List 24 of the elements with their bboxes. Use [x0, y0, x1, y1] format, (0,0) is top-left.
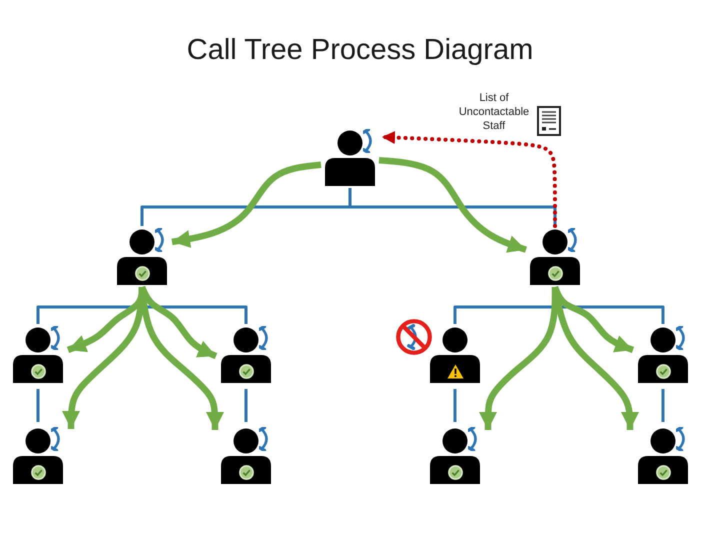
connector-line: [36, 389, 40, 422]
connector-line: [662, 389, 664, 422]
person-icon: [10, 327, 66, 383]
person-icon: [427, 327, 483, 383]
person-icon: [527, 229, 583, 285]
person-icon: [322, 130, 378, 186]
curved-arrow: [378, 157, 527, 253]
curved-arrow: [479, 287, 558, 430]
curved-arrow: [138, 286, 224, 430]
person-icon: [218, 327, 274, 383]
person-icon: [635, 428, 691, 484]
person-icon: [427, 428, 483, 484]
person-icon: [10, 428, 66, 484]
title: Call Tree Process Diagram: [186, 33, 534, 67]
dotted-arrow: [380, 131, 557, 228]
edge-label: List of Uncontactable Staff: [458, 91, 530, 133]
person-icon: [114, 229, 170, 285]
person-icon: [635, 327, 691, 383]
curved-arrow: [552, 286, 639, 430]
curved-arrow: [62, 286, 146, 430]
person-icon: [218, 428, 274, 484]
connector-line: [244, 389, 248, 422]
connector-line: [454, 389, 456, 422]
curved-arrow: [171, 161, 322, 248]
